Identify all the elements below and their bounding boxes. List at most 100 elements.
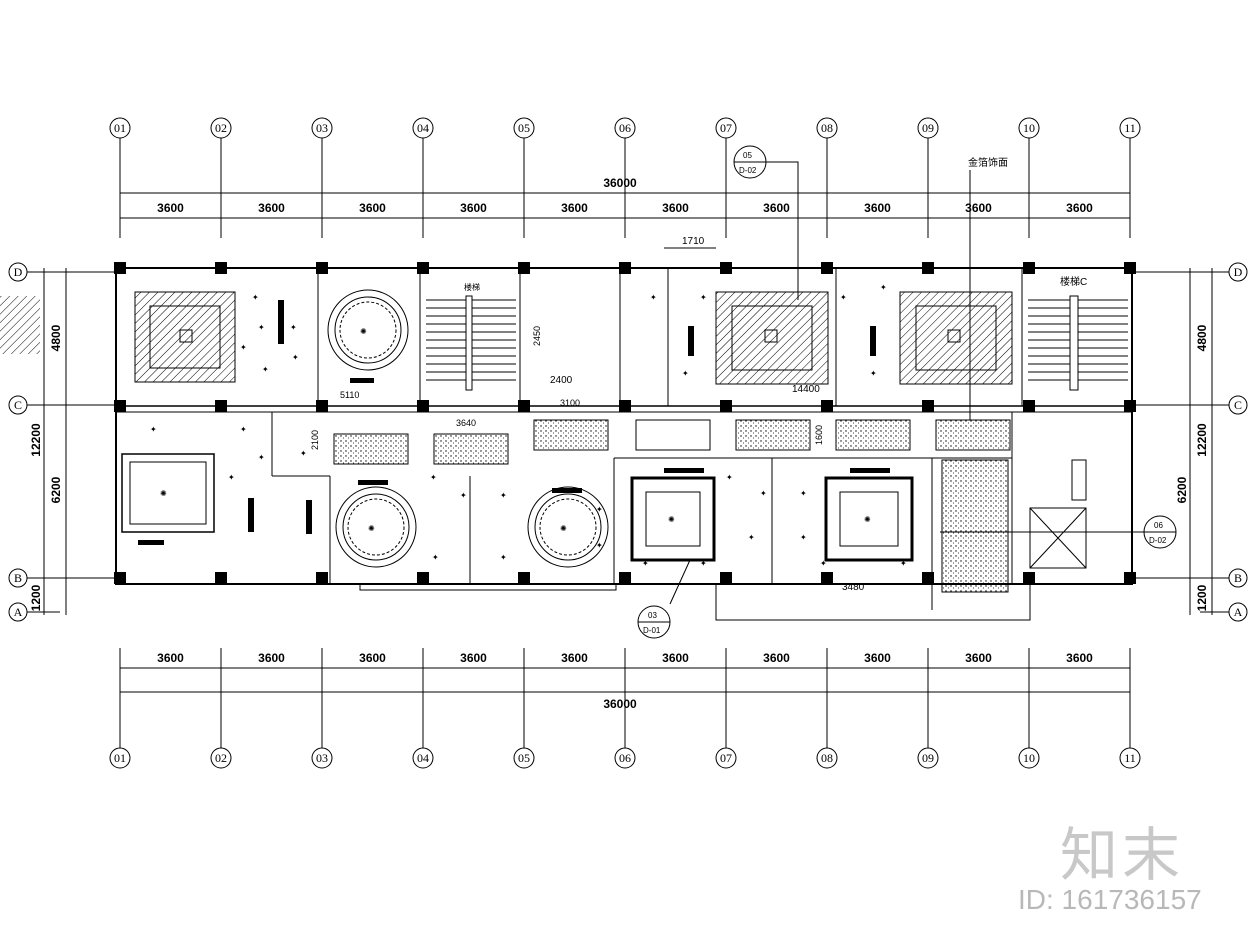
svg-text:14400: 14400 — [792, 384, 820, 395]
callout-05: 05 D-02 — [733, 145, 799, 300]
downlight-icon: ✦ — [800, 533, 807, 542]
grid-label-bottom-11: 11 — [1124, 751, 1136, 765]
column-07 — [720, 262, 732, 274]
downlight-icon: ✦ — [258, 453, 265, 462]
grid-bubble-bottom-01 — [109, 747, 131, 769]
grid-label-bottom-04: 04 — [417, 751, 429, 765]
svg-text:D: D — [14, 265, 23, 279]
svg-text:A: A — [1234, 605, 1243, 619]
partition-walls — [271, 268, 1023, 610]
wall-finish-label: 金箔饰面 — [968, 156, 1008, 169]
grid-bubble-top-04 — [412, 117, 434, 139]
downlight-icon: ✦ — [682, 369, 689, 378]
column-01 — [114, 572, 126, 584]
column-09 — [922, 572, 934, 584]
bay-dimension-top: 3600 — [460, 201, 487, 215]
svg-text:1710: 1710 — [682, 236, 705, 247]
grid-bubble-top-07 — [715, 117, 737, 139]
column-01 — [114, 400, 126, 412]
svg-text:3480: 3480 — [842, 582, 865, 593]
bay-dimension-bottom: 3600 — [460, 651, 487, 665]
grid-label-bottom-08: 08 — [821, 751, 833, 765]
downlight-icon: ✦ — [880, 283, 887, 292]
bay-dimension-top: 3600 — [561, 201, 588, 215]
column-10 — [1023, 400, 1035, 412]
bay-dimension-bottom: 3600 — [157, 651, 184, 665]
svg-text:D: D — [1234, 265, 1243, 279]
svg-text:✺: ✺ — [360, 327, 367, 336]
grid-label-top-09: 09 — [922, 121, 934, 135]
downlight-icon: ✦ — [748, 533, 755, 542]
column-08 — [821, 400, 833, 412]
bay-dimension-top: 3600 — [359, 201, 386, 215]
callout-03: 03 D-01 — [637, 559, 691, 639]
downlight-icon: ✦ — [840, 293, 847, 302]
round-coffer-mid-right: ✺ — [527, 486, 609, 568]
svg-text:5110: 5110 — [340, 390, 359, 400]
svg-text:✺: ✺ — [668, 515, 675, 524]
grid-label-bottom-02: 02 — [215, 751, 227, 765]
downlight-icon: ✦ — [150, 425, 157, 434]
grid-bubble-top-03 — [311, 117, 333, 139]
downlight-icon: ✦ — [292, 353, 299, 362]
grid-label-bottom-05: 05 — [518, 751, 530, 765]
structural-columns — [114, 262, 1136, 584]
grid-label-top-07: 07 — [720, 121, 732, 135]
grid-label-bottom-10: 10 — [1023, 751, 1035, 765]
grid-bubble-top-10 — [1018, 117, 1040, 139]
svg-text:4800: 4800 — [1195, 324, 1209, 351]
downlight-icon: ✦ — [262, 365, 269, 374]
column-07 — [720, 400, 732, 412]
svg-text:D-02: D-02 — [739, 166, 757, 175]
bay-dimension-bottom: 3600 — [1066, 651, 1093, 665]
svg-text:05: 05 — [743, 151, 752, 160]
column-04 — [417, 572, 429, 584]
grid-label-bottom-01: 01 — [114, 751, 126, 765]
column-08 — [821, 262, 833, 274]
svg-text:B: B — [14, 571, 22, 585]
svg-text:4800: 4800 — [49, 324, 63, 351]
svg-text:1200: 1200 — [29, 584, 43, 611]
grid-bubble-bottom-11 — [1119, 747, 1141, 769]
svg-text:2100: 2100 — [310, 430, 320, 450]
bay-dimension-bottom: 3600 — [561, 651, 588, 665]
grid-bubble-bottom-09 — [917, 747, 939, 769]
svg-text:✺: ✺ — [864, 515, 871, 524]
grid-label-top-03: 03 — [316, 121, 328, 135]
grid-bubble-bottom-03 — [311, 747, 333, 769]
bay-dimension-bottom: 3600 — [763, 651, 790, 665]
column-11 — [1124, 262, 1136, 274]
bay-dimension-top: 3600 — [965, 201, 992, 215]
column-04 — [417, 400, 429, 412]
svg-text:✺: ✺ — [368, 524, 375, 533]
svg-text:D-01: D-01 — [643, 626, 661, 635]
grid-bubble-bottom-04 — [412, 747, 434, 769]
grid-bubble-top-09 — [917, 117, 939, 139]
bay-dimension-bottom: 3600 — [359, 651, 386, 665]
column-07 — [720, 572, 732, 584]
downlight-icon: ✦ — [240, 343, 247, 352]
bay-dimension-top: 3600 — [864, 201, 891, 215]
grid-lines — [119, 138, 1131, 748]
column-03 — [316, 572, 328, 584]
svg-text:06: 06 — [1154, 521, 1163, 530]
downlight-icon: ✦ — [300, 449, 307, 458]
svg-text:✺: ✺ — [160, 489, 167, 498]
column-11 — [1124, 572, 1136, 584]
downlight-icon: ✦ — [460, 491, 467, 500]
annotations: 楼梯 楼梯C 金箔饰面 1710 2400 3100 14400 3480 21… — [310, 156, 1087, 593]
grid-label-bottom-06: 06 — [619, 751, 631, 765]
column-02 — [215, 400, 227, 412]
column-03 — [316, 262, 328, 274]
grid-label-top-04: 04 — [417, 121, 429, 135]
grid-bubble-bottom-10 — [1018, 747, 1040, 769]
callout-06: 06 D-02 — [940, 515, 1177, 549]
column-08 — [821, 572, 833, 584]
column-10 — [1023, 262, 1035, 274]
downlight-icon: ✦ — [252, 293, 259, 302]
stair-right — [1028, 295, 1128, 391]
bay-dimension-bottom: 3600 — [965, 651, 992, 665]
grid-label-top-06: 06 — [619, 121, 631, 135]
